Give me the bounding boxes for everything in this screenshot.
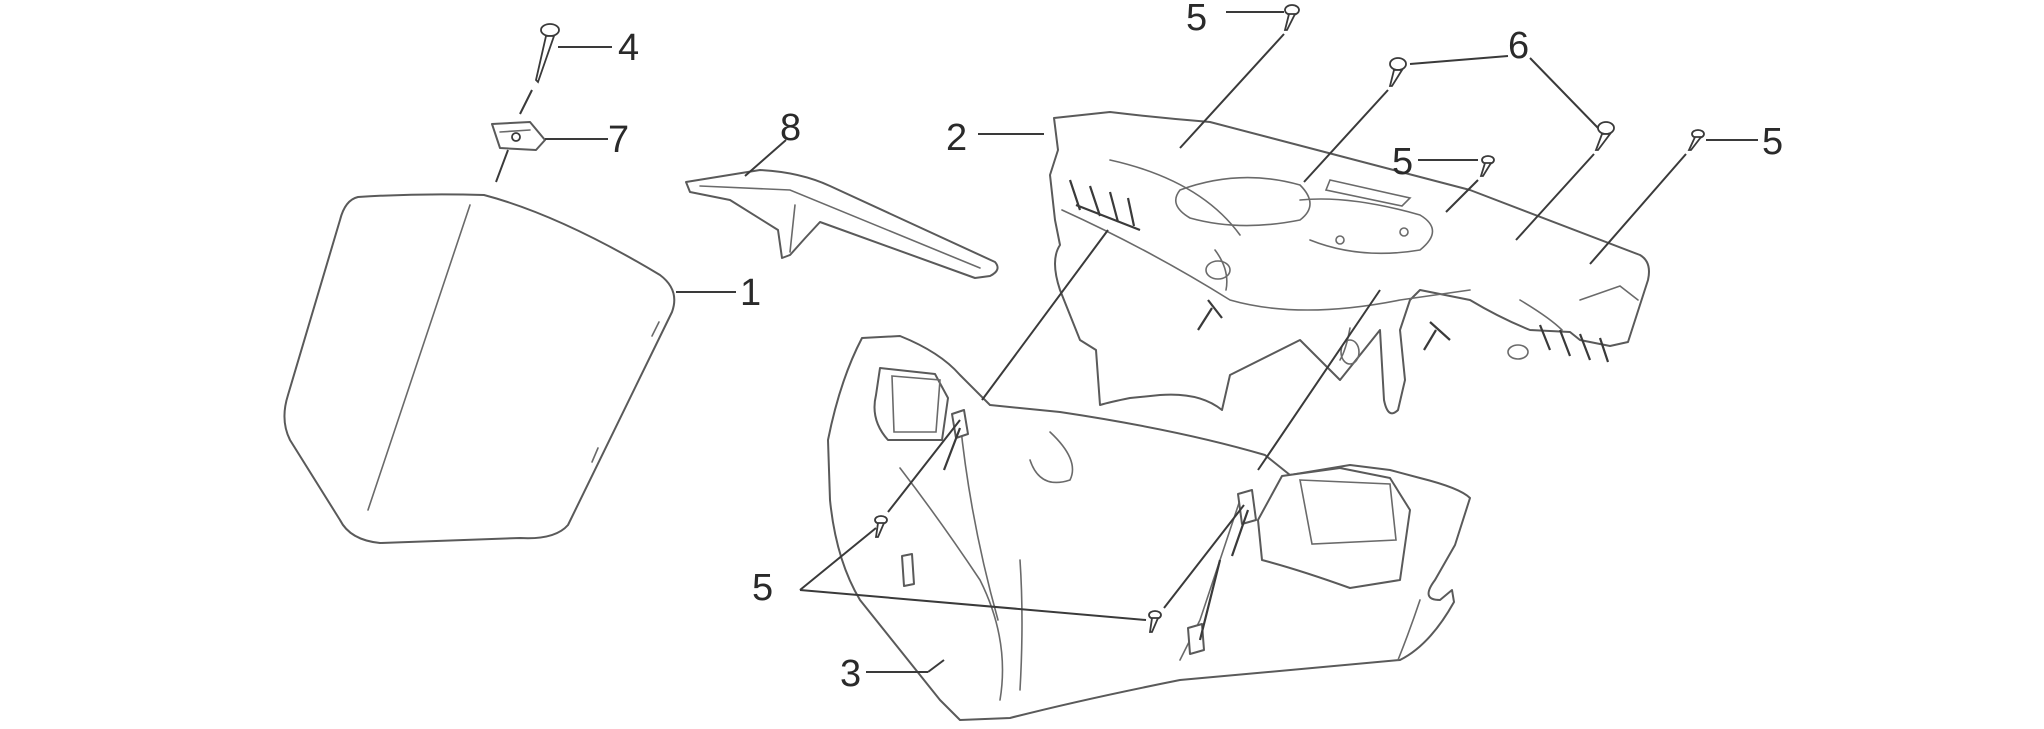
part-2-upper-cover (1049, 111, 1650, 415)
callout-labels: 1 2 3 4 5 5 5 5 6 7 8 (608, 0, 1783, 695)
part-4-screw (535, 23, 560, 84)
assembly-lines (887, 33, 1687, 609)
callout-5-top: 5 (1186, 0, 1207, 39)
callout-5-right: 5 (1762, 121, 1783, 163)
callout-leaders (545, 11, 1758, 673)
callout-1: 1 (740, 272, 761, 314)
screw-5-top (1283, 4, 1300, 31)
screw-6-right (1594, 121, 1615, 151)
screw-5-mid (1479, 155, 1495, 177)
part-1-front-panel (283, 193, 676, 544)
callout-8: 8 (780, 107, 801, 149)
callout-3: 3 (840, 653, 861, 695)
part-7-clip (491, 121, 546, 151)
callout-4: 4 (618, 27, 639, 69)
part-8-trim-strip (685, 169, 999, 279)
part-3-lower-cover (827, 335, 1471, 721)
callout-2: 2 (946, 117, 967, 159)
screw-5-right (1687, 129, 1705, 151)
callout-5-mid: 5 (1392, 141, 1413, 183)
callout-7: 7 (608, 119, 629, 161)
screw-6-left (1388, 57, 1407, 87)
callout-6: 6 (1508, 25, 1529, 67)
callout-5-lower: 5 (752, 567, 773, 609)
screw-5-lower-right (1148, 610, 1162, 633)
screw-5-lower-left (874, 515, 888, 538)
